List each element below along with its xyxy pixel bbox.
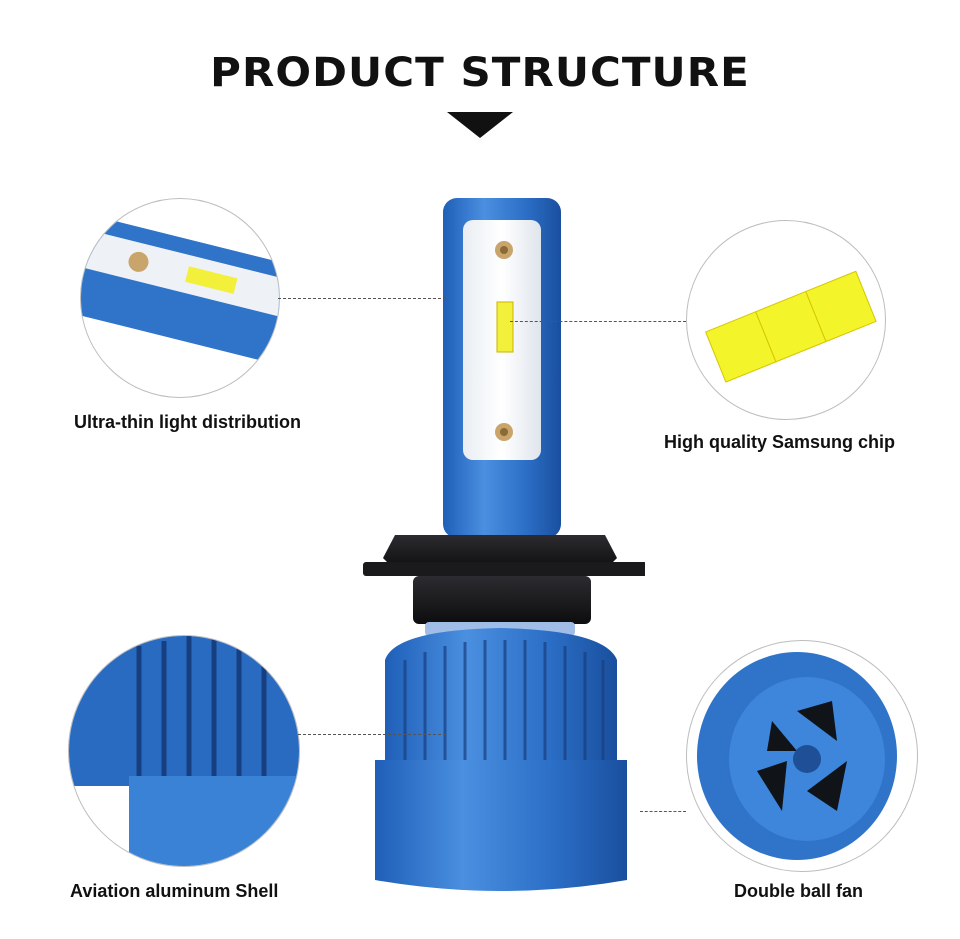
socket-collar: [383, 535, 617, 570]
led-bulb-illustration: [363, 198, 645, 891]
label-samsung-chip: High quality Samsung chip: [664, 432, 896, 452]
callout-samsung-chip: [686, 220, 886, 420]
down-arrow-icon: [447, 112, 513, 138]
callout-aluminum-shell: [68, 635, 300, 867]
led-chip: [496, 301, 514, 353]
label-aluminum-shell: Aviation aluminum Shell: [70, 881, 279, 901]
callout-ball-fan: [686, 640, 918, 872]
leader-bottom-left: [298, 734, 446, 735]
page-title: PRODUCT STRUCTURE: [210, 50, 750, 96]
heat-sink: [385, 628, 617, 770]
chip-segment: [805, 270, 877, 343]
leader-top-left: [278, 298, 446, 299]
label-light-distribution: Ultra-thin light distribution: [74, 412, 301, 432]
fan-housing: [375, 760, 627, 891]
label-ball-fan: Double ball fan: [734, 881, 864, 901]
fan-blade-icon: [757, 701, 847, 811]
leader-bottom-right: [640, 811, 686, 812]
callout-light-distribution: [80, 198, 280, 398]
leader-top-right: [510, 321, 686, 322]
